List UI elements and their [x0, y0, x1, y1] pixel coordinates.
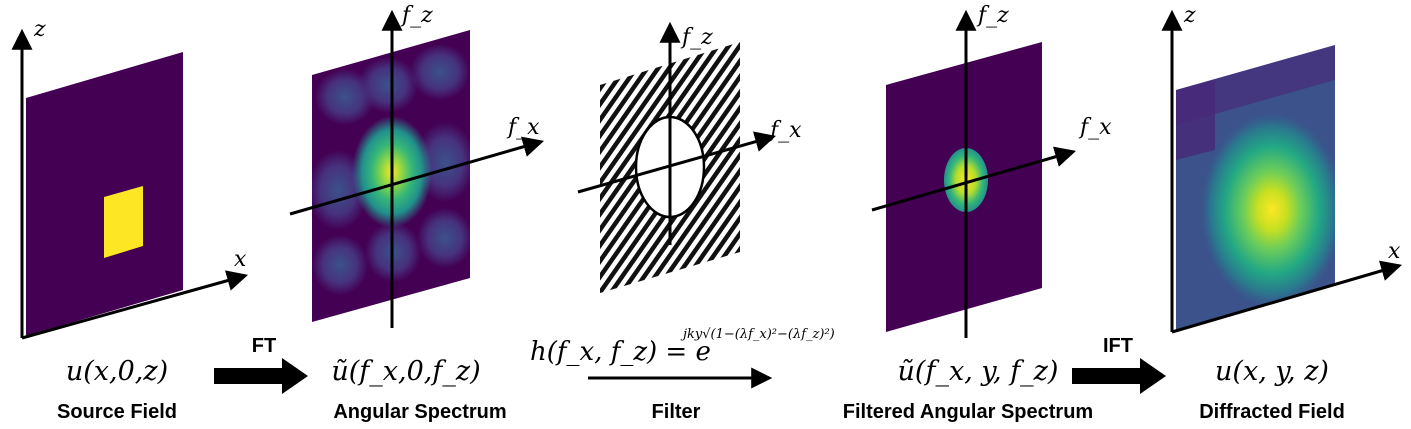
spectrum-side-lobe	[312, 235, 368, 295]
diffracted-main-lobe	[1200, 112, 1335, 308]
z-axis-label: z	[1183, 3, 1196, 28]
fx-axis-label: f_x	[768, 118, 802, 143]
diffracted-dark-edge	[1176, 45, 1335, 125]
x-axis	[21, 270, 249, 340]
filtered-formula: ũ(f_x, y, f_z)	[898, 356, 1059, 387]
fz-axis-label: f_z	[976, 3, 1009, 28]
spectrum-side-lobe	[358, 57, 418, 113]
filtered-spectrum-panel: f_z f_x ũ(f_x, y, f_z) Filtered Angular …	[843, 3, 1112, 423]
source-plane	[26, 52, 183, 336]
source-caption: Source Field	[57, 401, 177, 423]
fz-axis-label: f_z	[400, 3, 433, 28]
x-axis-label: x	[234, 247, 247, 272]
fx-axis	[871, 146, 1077, 212]
ft-arrow-shape	[214, 358, 308, 394]
source-aperture	[104, 186, 143, 258]
x-axis	[1171, 260, 1403, 334]
filter-panel: f_z f_x h(f_x, f_z) = e jky√(1−(λf_x)²−(…	[530, 21, 835, 423]
ft-label: FT	[252, 335, 276, 357]
fx-axis	[289, 136, 545, 216]
diffracted-caption: Diffracted Field	[1199, 401, 1345, 423]
ift-arrow: IFT	[1072, 335, 1166, 394]
diffracted-field-panel: z x u(x, y, z) Diffracted Field	[1161, 3, 1403, 423]
x-axis-label: x	[1388, 239, 1401, 264]
z-axis-label: z	[33, 17, 46, 42]
source-formula: u(x,0,z)	[66, 356, 168, 387]
fz-axis-label: f_z	[680, 25, 713, 50]
angular-spectrum-panel: f_z f_x ũ(f_x,0,f_z) Angular Spectrum	[289, 3, 545, 423]
ft-arrow: FT	[214, 335, 308, 394]
diffracted-formula: u(x, y, z)	[1215, 356, 1329, 387]
spectrum-formula: ũ(f_x,0,f_z)	[331, 356, 480, 387]
filter-formula-exponent: jky√(1−(λf_x)²−(λf_z)²)	[680, 327, 835, 342]
fx-axis-label: f_x	[1078, 115, 1112, 140]
ift-label: IFT	[1103, 335, 1133, 357]
spectrum-side-lobe	[417, 208, 470, 268]
filtered-caption: Filtered Angular Spectrum	[843, 401, 1093, 423]
spectrum-caption: Angular Spectrum	[333, 401, 506, 423]
fx-axis-label: f_x	[506, 115, 540, 140]
source-field-panel: z x u(x,0,z) Source Field	[11, 17, 249, 423]
filter-caption: Filter	[652, 401, 701, 423]
diffracted-dark-corner	[1176, 80, 1215, 160]
filter-formula-base: h(f_x, f_z) = e	[530, 337, 711, 367]
ift-arrow-shape	[1072, 358, 1166, 394]
spectrum-side-lobe	[410, 44, 470, 100]
fx-axis	[577, 131, 777, 194]
